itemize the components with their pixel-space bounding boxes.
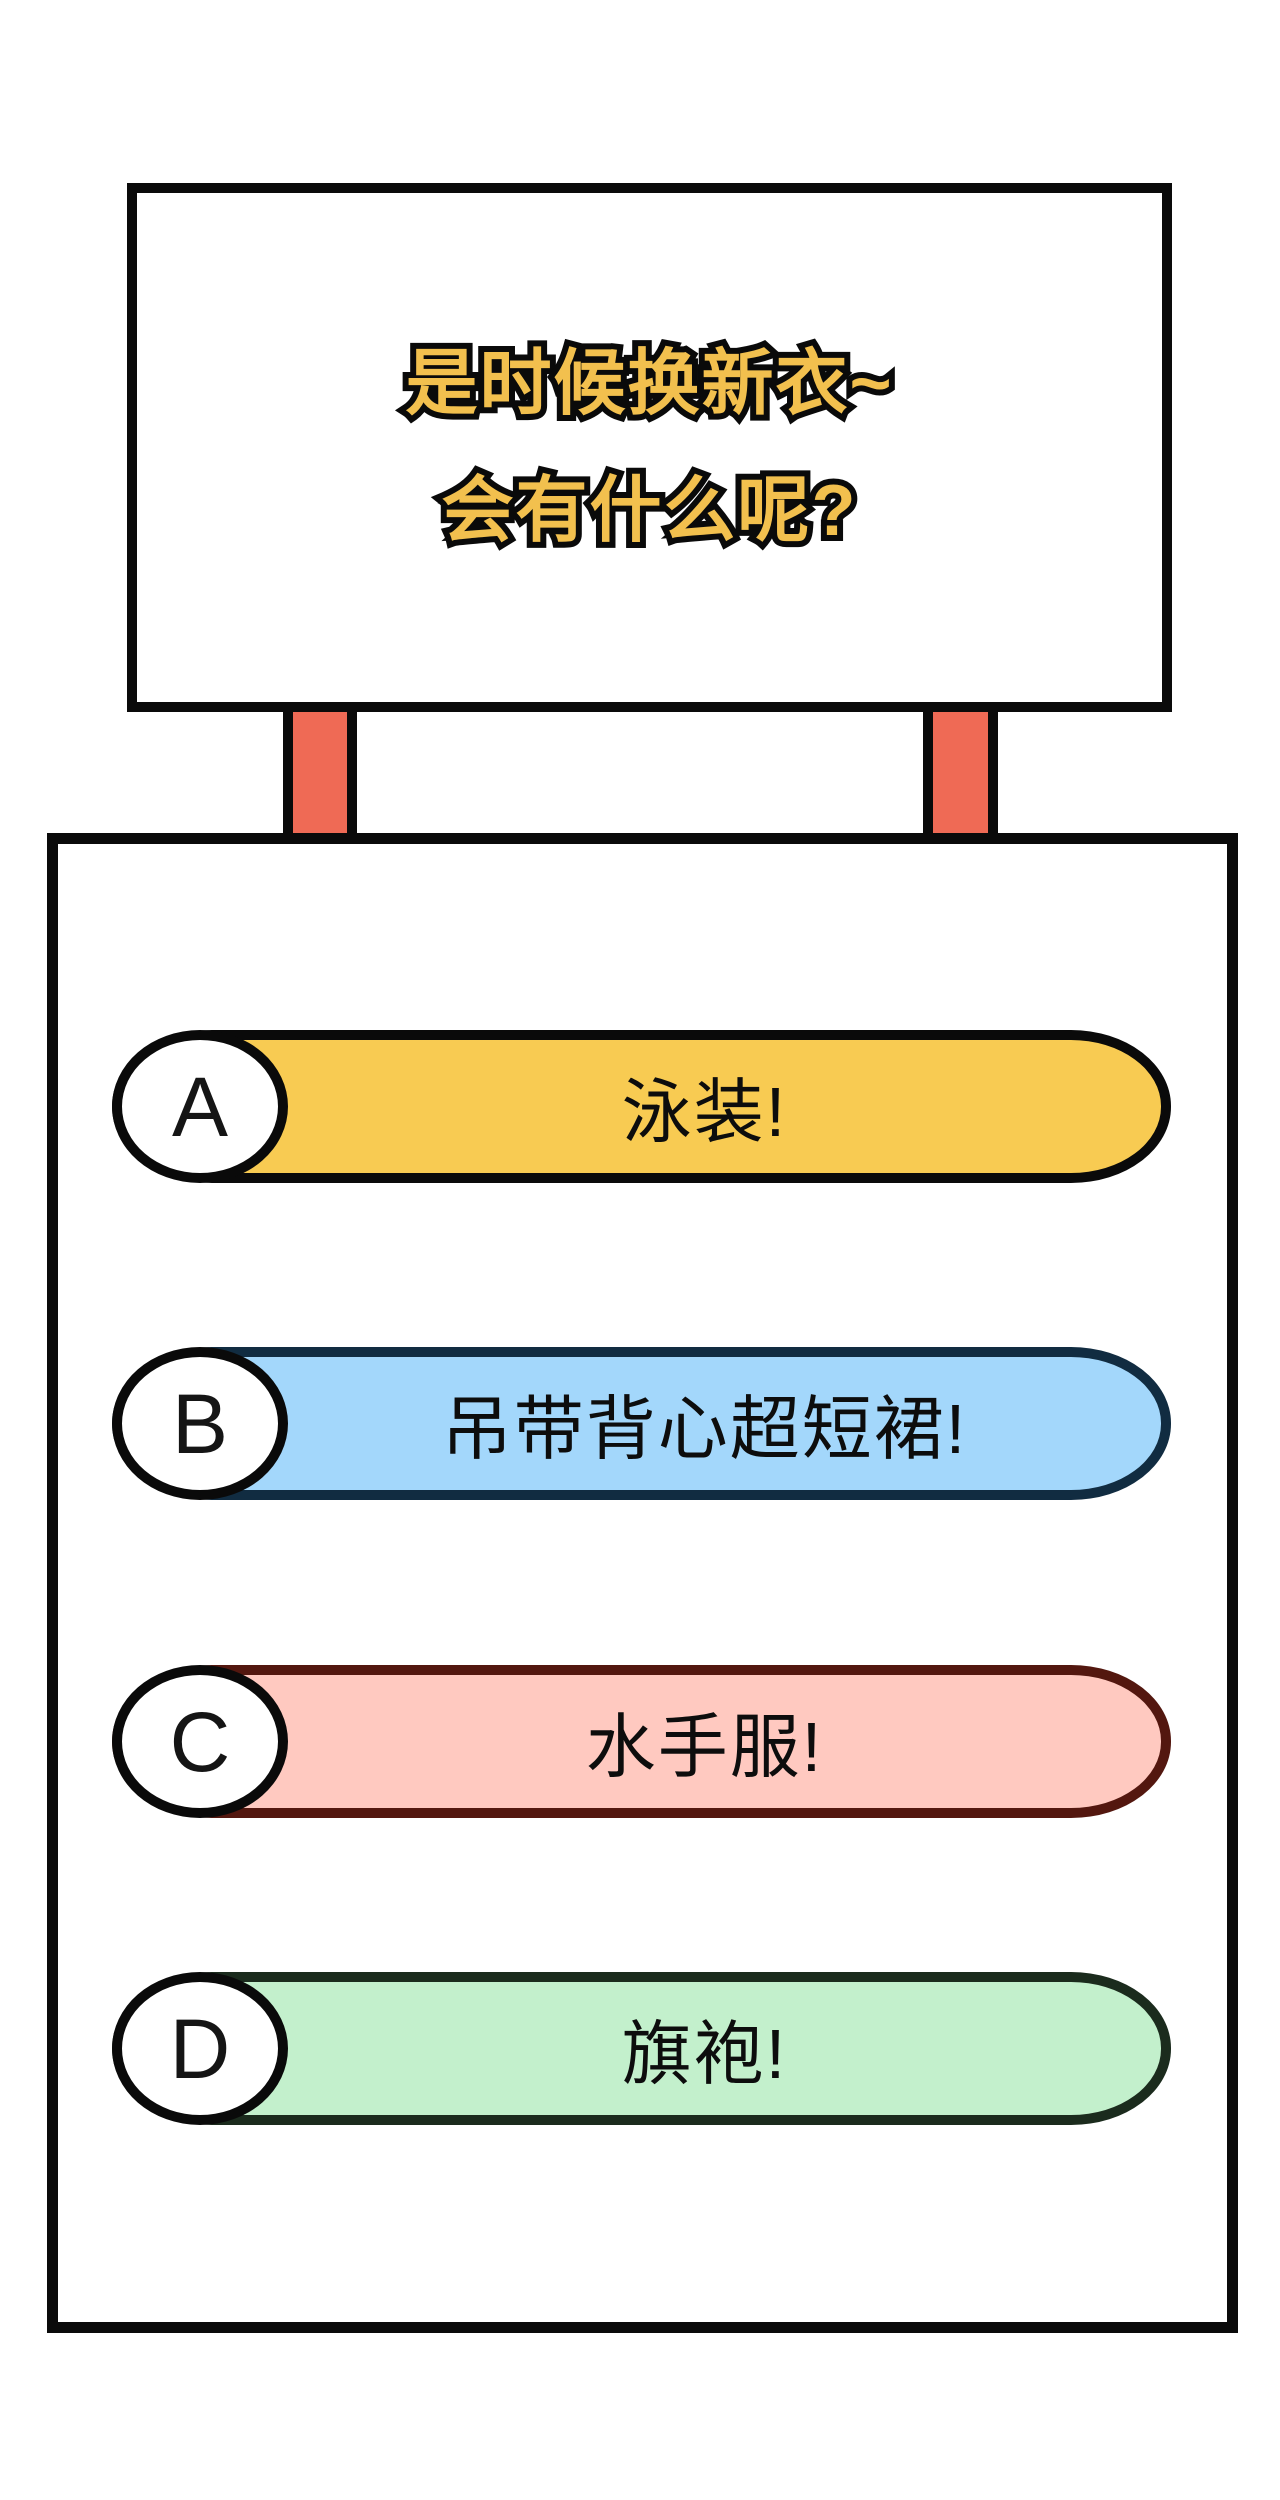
option-b-label: 吊带背心超短裙! <box>441 1390 968 1468</box>
option-c-badge: C <box>112 1665 288 1818</box>
option-d-label: 旗袍! <box>621 2015 788 2093</box>
options-panel: A 泳装! B 吊带背心超短裙! C 水手服! D 旗袍! <box>47 833 1238 2333</box>
sign-post-right <box>923 706 998 844</box>
question-title-line2: 会有什么呢? <box>436 465 862 557</box>
option-d-letter: D <box>169 2001 231 2096</box>
option-a-badge: A <box>112 1030 288 1183</box>
option-a-letter: A <box>171 1059 229 1154</box>
sign-post-left <box>283 706 357 844</box>
question-sign: 是时候换新衣~ 会有什么呢? <box>127 183 1172 712</box>
option-c-label: 水手服! <box>585 1708 824 1786</box>
option-a-label: 泳装! <box>621 1073 788 1151</box>
option-d[interactable]: D 旗袍! <box>112 1972 1171 2125</box>
option-d-badge: D <box>112 1972 288 2125</box>
option-b[interactable]: B 吊带背心超短裙! <box>112 1347 1171 1500</box>
option-c[interactable]: C 水手服! <box>112 1665 1171 1818</box>
option-b-letter: B <box>171 1376 229 1471</box>
option-b-badge: B <box>112 1347 288 1500</box>
option-c-letter: C <box>169 1694 231 1789</box>
question-title-line1: 是时候换新衣~ <box>399 338 897 430</box>
option-a[interactable]: A 泳装! <box>112 1030 1171 1183</box>
